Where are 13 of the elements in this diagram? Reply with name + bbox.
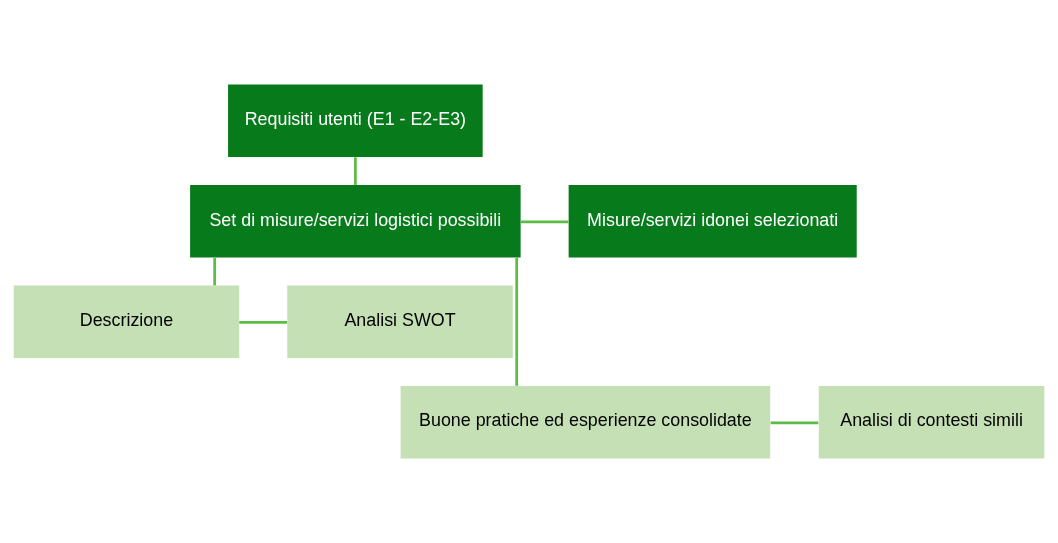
- connector: [520, 220, 569, 224]
- connector: [353, 157, 357, 185]
- connector: [515, 257, 519, 386]
- node-box: Descrizione: [13, 285, 240, 359]
- node-box: Set di misure/servizi logistici possibili: [190, 184, 521, 258]
- node-box: Buone pratiche ed esperienze consolidate: [400, 385, 771, 459]
- connector: [770, 421, 819, 425]
- node-box: Misure/servizi idonei selezionati: [568, 184, 857, 258]
- node-box: Analisi SWOT: [287, 285, 513, 359]
- node-box: Analisi di contesti simili: [818, 385, 1045, 459]
- connector: [213, 257, 217, 286]
- node-box: Requisiti utenti (E1 - E2-E3): [228, 84, 483, 158]
- connector: [239, 320, 287, 324]
